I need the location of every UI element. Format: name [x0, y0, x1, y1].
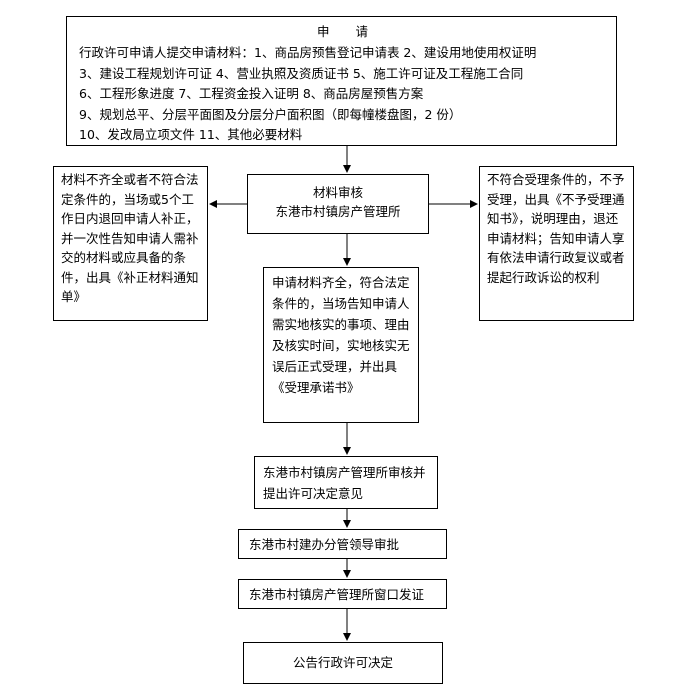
review-box: 材料审核 东港市村镇房产管理所	[247, 174, 429, 234]
rejection-box: 不符合受理条件的，不予受理，出具《不予受理通知书》，说明理由，退还申请材料；告知…	[479, 166, 634, 321]
announcement-box: 公告行政许可决定	[243, 642, 443, 684]
review-title: 材料审核	[312, 185, 363, 200]
acceptance-box: 申请材料齐全，符合法定条件的，当场告知申请人需实地核实的事项、理由及核实时间，实…	[263, 267, 419, 423]
apply-line-1: 行政许可申请人提交申请材料：1、商品房预售登记申请表 2、建设用地使用权证明	[79, 45, 537, 60]
acceptance-text: 申请材料齐全，符合法定条件的，当场告知申请人需实地核实的事项、理由及核实时间，实…	[272, 275, 410, 395]
incomplete-materials-box: 材料不齐全或者不符合法定条件的，当场或5个工作日内退回申请人补正，并一次性告知申…	[53, 166, 208, 321]
approval-box: 东港市村建办分管领导审批	[238, 529, 447, 559]
apply-box: 申请 行政许可申请人提交申请材料：1、商品房预售登记申请表 2、建设用地使用权证…	[66, 16, 617, 146]
review-agency: 东港市村镇房产管理所	[275, 204, 401, 219]
apply-line-3: 6、工程形象进度 7、工程资金投入证明 8、商品房屋预售方案	[79, 86, 424, 101]
issuance-box: 东港市村镇房产管理所窗口发证	[238, 579, 447, 609]
issuance-text: 东港市村镇房产管理所窗口发证	[249, 587, 425, 602]
approval-text: 东港市村建办分管领导审批	[249, 537, 400, 552]
audit-text: 东港市村镇房产管理所审核并提出许可决定意见	[263, 465, 426, 501]
announcement-text: 公告行政许可决定	[292, 655, 393, 670]
rejection-text: 不符合受理条件的，不予受理，出具《不予受理通知书》，说明理由，退还申请材料；告知…	[487, 172, 625, 285]
apply-line-5: 10、发改局立项文件 11、其他必要材料	[79, 127, 303, 142]
incomplete-materials-text: 材料不齐全或者不符合法定条件的，当场或5个工作日内退回申请人补正，并一次性告知申…	[61, 172, 199, 304]
apply-line-4: 9、规划总平、分层平面图及分层分户面积图（即每幢楼盘图，2 份）	[79, 106, 462, 122]
apply-title: 申请	[316, 24, 394, 39]
audit-box: 东港市村镇房产管理所审核并提出许可决定意见	[254, 456, 438, 509]
apply-line-2: 3、建设工程规划许可证 4、营业执照及资质证书 5、施工许可证及工程施工合同	[79, 65, 524, 81]
